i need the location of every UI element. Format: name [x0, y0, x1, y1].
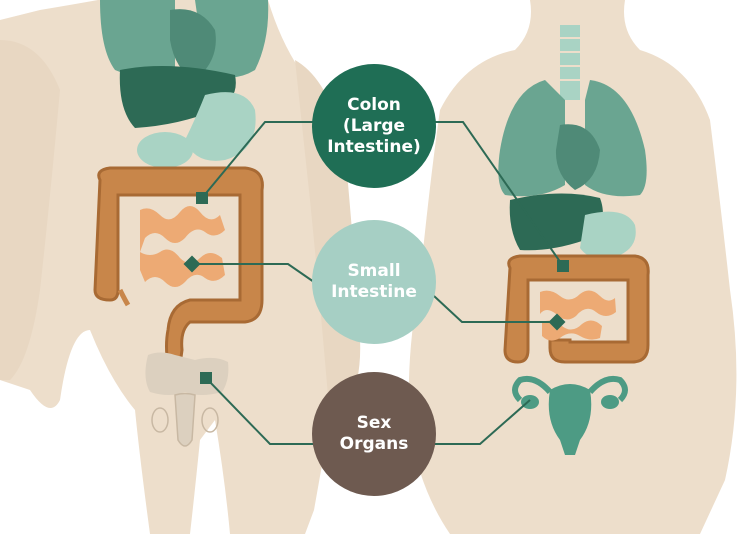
male-lung-left [100, 0, 175, 78]
female-heart [555, 124, 600, 190]
colon-connector-female [434, 121, 564, 267]
sex-organs-marker-male [200, 372, 212, 384]
male-figure [0, 0, 361, 534]
colon-marker-female [557, 260, 569, 272]
marker-points [183, 192, 569, 384]
callout-colon-label: Colon (Large Intestine) [327, 94, 421, 157]
male-testis-right [201, 407, 219, 433]
small-intestine-connector-male [192, 263, 315, 283]
female-trachea [560, 25, 580, 100]
female-colon [503, 254, 650, 364]
connector-lines [192, 121, 564, 445]
small-intestine-connector-female [433, 295, 557, 323]
small-intestine-marker-male [183, 255, 201, 273]
female-lung-right [585, 80, 647, 197]
female-fallopian-left [512, 375, 553, 403]
female-lung-left [498, 80, 565, 197]
male-small-intestine [140, 206, 225, 287]
callout-colon: Colon (Large Intestine) [312, 64, 436, 188]
female-uterus [548, 384, 592, 455]
male-sex-organs [174, 392, 196, 447]
small-intestine-marker-female [548, 313, 566, 331]
male-heart [170, 9, 216, 81]
callout-small-intestine: Small Intestine [312, 220, 436, 344]
male-pelvis [145, 352, 229, 395]
sex-organs-connector-male [205, 377, 316, 445]
female-ovary-left [521, 395, 539, 409]
male-stomach [185, 92, 256, 161]
male-testis-left [151, 407, 169, 433]
female-liver [509, 193, 603, 251]
male-appendix [117, 288, 131, 307]
male-arm-left [0, 40, 60, 380]
male-pancreas [137, 132, 193, 168]
colon-connector-male [201, 121, 316, 199]
female-fallopian-right [587, 375, 628, 403]
callout-sex-organs: Sex Organs [312, 372, 436, 496]
female-trachea-rings [560, 37, 580, 81]
callout-small-intestine-label: Small Intestine [331, 261, 417, 302]
female-figure [408, 0, 737, 534]
female-sex-organs [512, 375, 628, 455]
female-stomach [580, 211, 636, 259]
callout-sex-organs-label: Sex Organs [339, 413, 409, 454]
male-lung-right [195, 0, 269, 78]
sex-organs-connector-female [434, 399, 531, 445]
female-ovary-right [601, 395, 619, 409]
colon-marker-male [196, 192, 208, 204]
